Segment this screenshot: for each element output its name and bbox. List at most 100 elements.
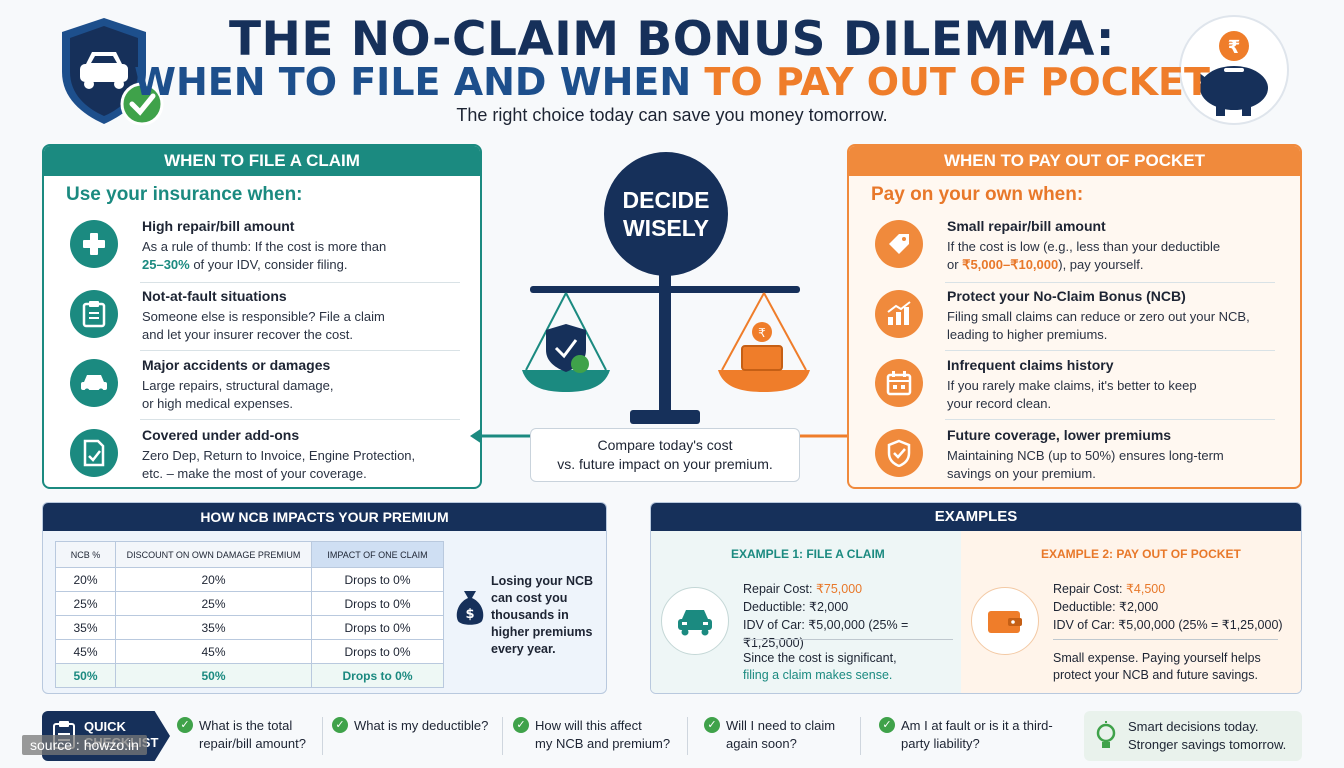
page-subtitle: The right choice today can save you mone… <box>456 105 888 125</box>
item-desc: Large repairs, structural damage, or high… <box>142 377 472 413</box>
item-title: High repair/bill amount <box>142 218 295 234</box>
item-desc: If the cost is low (e.g., less than your… <box>947 238 1292 274</box>
table-cell: 50% <box>115 663 312 688</box>
item-desc-line2: etc. – make the most of your coverage. <box>142 466 367 481</box>
badge-line1: QUICK <box>84 719 126 734</box>
svg-text:₹: ₹ <box>758 326 766 340</box>
ncb-header: HOW NCB IMPACTS YOUR PREMIUM <box>43 503 606 531</box>
pay-out-of-pocket-panel: WHEN TO PAY OUT OF POCKET Pay on your ow… <box>847 144 1302 489</box>
quick-checklist-bar: QUICKCHECKLIST ✓What is the totalrepair/… <box>42 711 1302 761</box>
item-highlight: 25–30% <box>142 257 190 272</box>
check-icon: ✓ <box>879 717 895 733</box>
arrow-left-icon <box>470 426 532 446</box>
question-line2: again soon? <box>726 736 797 751</box>
question-line1: Am I at fault or is it a third- <box>901 718 1053 733</box>
pay-pocket-subheader: Pay on your own when: <box>871 184 1084 205</box>
check-icon: ✓ <box>704 717 720 733</box>
item-desc-line2: of your IDV, consider filing. <box>189 257 348 272</box>
table-cell: 35% <box>115 615 312 640</box>
title-blue-part: WHEN TO FILE AND WHEN <box>134 60 705 104</box>
piggy-bank-icon: ₹ <box>1178 14 1290 126</box>
item-desc-line1: Filing small claims can reduce or zero o… <box>947 309 1250 324</box>
ncb-impact-section: HOW NCB IMPACTS YOUR PREMIUM NCB % DISCO… <box>42 502 607 694</box>
table-cell: Drops to 0% <box>311 639 444 664</box>
item-desc-line2: leading to higher premiums. <box>947 327 1108 342</box>
table-cell: 45% <box>115 639 312 664</box>
item-desc-line2-pre: or <box>947 257 963 272</box>
divider <box>140 350 460 351</box>
item-desc-line1: If the cost is low (e.g., less than your… <box>947 239 1221 254</box>
svg-text:₹: ₹ <box>1228 37 1241 58</box>
page-title-line2: WHEN TO FILE AND WHEN TO PAY OUT OF POCK… <box>0 60 1344 104</box>
item-desc-line1: Large repairs, structural damage, <box>142 378 334 393</box>
example-1-conclusion: Since the cost is significant,filing a c… <box>743 650 897 684</box>
question-line1: Will I need to claim <box>726 718 836 733</box>
smart-line1: Smart decisions today. <box>1128 719 1259 734</box>
column-header: IMPACT OF ONE CLAIM <box>311 541 444 568</box>
check-icon: ✓ <box>177 717 193 733</box>
file-claim-subheader: Use your insurance when: <box>66 184 303 205</box>
compare-line2: vs. future impact on your premium. <box>557 456 773 472</box>
item-desc-line2: savings on your premium. <box>947 466 1096 481</box>
item-title: Covered under add-ons <box>142 427 300 443</box>
growth-chart-icon <box>875 290 923 338</box>
source-watermark: source : howzo.in <box>22 735 147 755</box>
idv: IDV of Car: ₹5,00,000 (25% = ₹1,25,000) <box>743 618 909 650</box>
claim-item-add-ons: Covered under add-ons Zero Dep, Return t… <box>64 425 474 493</box>
table-cell: 35% <box>55 615 116 640</box>
item-title: Infrequent claims history <box>947 357 1114 373</box>
car-icon <box>661 587 729 655</box>
item-desc-line2: and let your insurer recover the cost. <box>142 327 353 342</box>
item-desc-line1: Zero Dep, Return to Invoice, Engine Prot… <box>142 448 416 463</box>
question-line2: repair/bill amount? <box>199 736 306 751</box>
example-2-details: Repair Cost: ₹4,500 Deductible: ₹2,000 I… <box>1053 580 1283 634</box>
item-desc: If you rarely make claims, it's better t… <box>947 377 1292 413</box>
pay-pocket-header: WHEN TO PAY OUT OF POCKET <box>849 146 1300 176</box>
pocket-item-infrequent-claims: Infrequent claims history If you rarely … <box>869 355 1299 423</box>
calendar-icon <box>875 359 923 407</box>
shield-icon <box>875 429 923 477</box>
item-desc-line2: or high medical expenses. <box>142 396 294 411</box>
item-desc: Zero Dep, Return to Invoice, Engine Prot… <box>142 447 472 483</box>
example-2-title: EXAMPLE 2: PAY OUT OF POCKET <box>1041 547 1241 561</box>
table-cell: 25% <box>55 591 116 616</box>
question-line2: my NCB and premium? <box>535 736 671 751</box>
table-cell: 20% <box>115 567 312 592</box>
repair-cost-value: ₹75,000 <box>815 582 863 596</box>
car-shield-logo-icon <box>56 14 168 126</box>
divider <box>743 639 953 640</box>
smart-decisions-box: Smart decisions today.Stronger savings t… <box>1084 711 1302 761</box>
table-cell: Drops to 0% <box>311 663 444 688</box>
table-header-row: NCB % DISCOUNT ON OWN DAMAGE PREMIUM IMP… <box>55 541 444 568</box>
plus-icon <box>70 220 118 268</box>
item-title: Small repair/bill amount <box>947 218 1106 234</box>
column-header: DISCOUNT ON OWN DAMAGE PREMIUM <box>115 541 312 568</box>
ncb-note: Losing your NCB can cost you thousands i… <box>491 574 594 656</box>
table-cell: 20% <box>55 567 116 592</box>
item-title: Not-at-fault situations <box>142 288 287 304</box>
tag-icon <box>875 220 923 268</box>
claim-item-major-accidents: Major accidents or damages Large repairs… <box>64 355 474 423</box>
money-bag-icon: $ <box>453 585 487 629</box>
example-2-card: EXAMPLE 2: PAY OUT OF POCKET Repair Cost… <box>961 531 1301 693</box>
checklist-question: ✓Am I at fault or is it a third-party li… <box>879 717 1053 753</box>
idv: IDV of Car: ₹5,00,000 (25% = ₹1,25,000) <box>1053 618 1283 632</box>
divider <box>140 419 460 420</box>
table-row: 25%25%Drops to 0% <box>55 591 444 616</box>
item-desc-line1: If you rarely make claims, it's better t… <box>947 378 1197 393</box>
examples-section: EXAMPLES EXAMPLE 1: FILE A CLAIM Repair … <box>650 502 1302 694</box>
item-title: Major accidents or damages <box>142 357 331 373</box>
examples-header: EXAMPLES <box>651 503 1301 531</box>
conclusion-line2: filing a claim makes sense. <box>743 668 893 682</box>
claim-item-high-repair: High repair/bill amount As a rule of thu… <box>64 216 474 284</box>
table-cell: Drops to 0% <box>311 591 444 616</box>
document-icon <box>70 429 118 477</box>
item-highlight: ₹5,000–₹10,000 <box>962 257 1059 272</box>
conclusion-line2: protect your NCB and future savings. <box>1053 668 1258 682</box>
divider <box>322 717 323 755</box>
item-title: Protect your No-Claim Bonus (NCB) <box>947 288 1186 304</box>
